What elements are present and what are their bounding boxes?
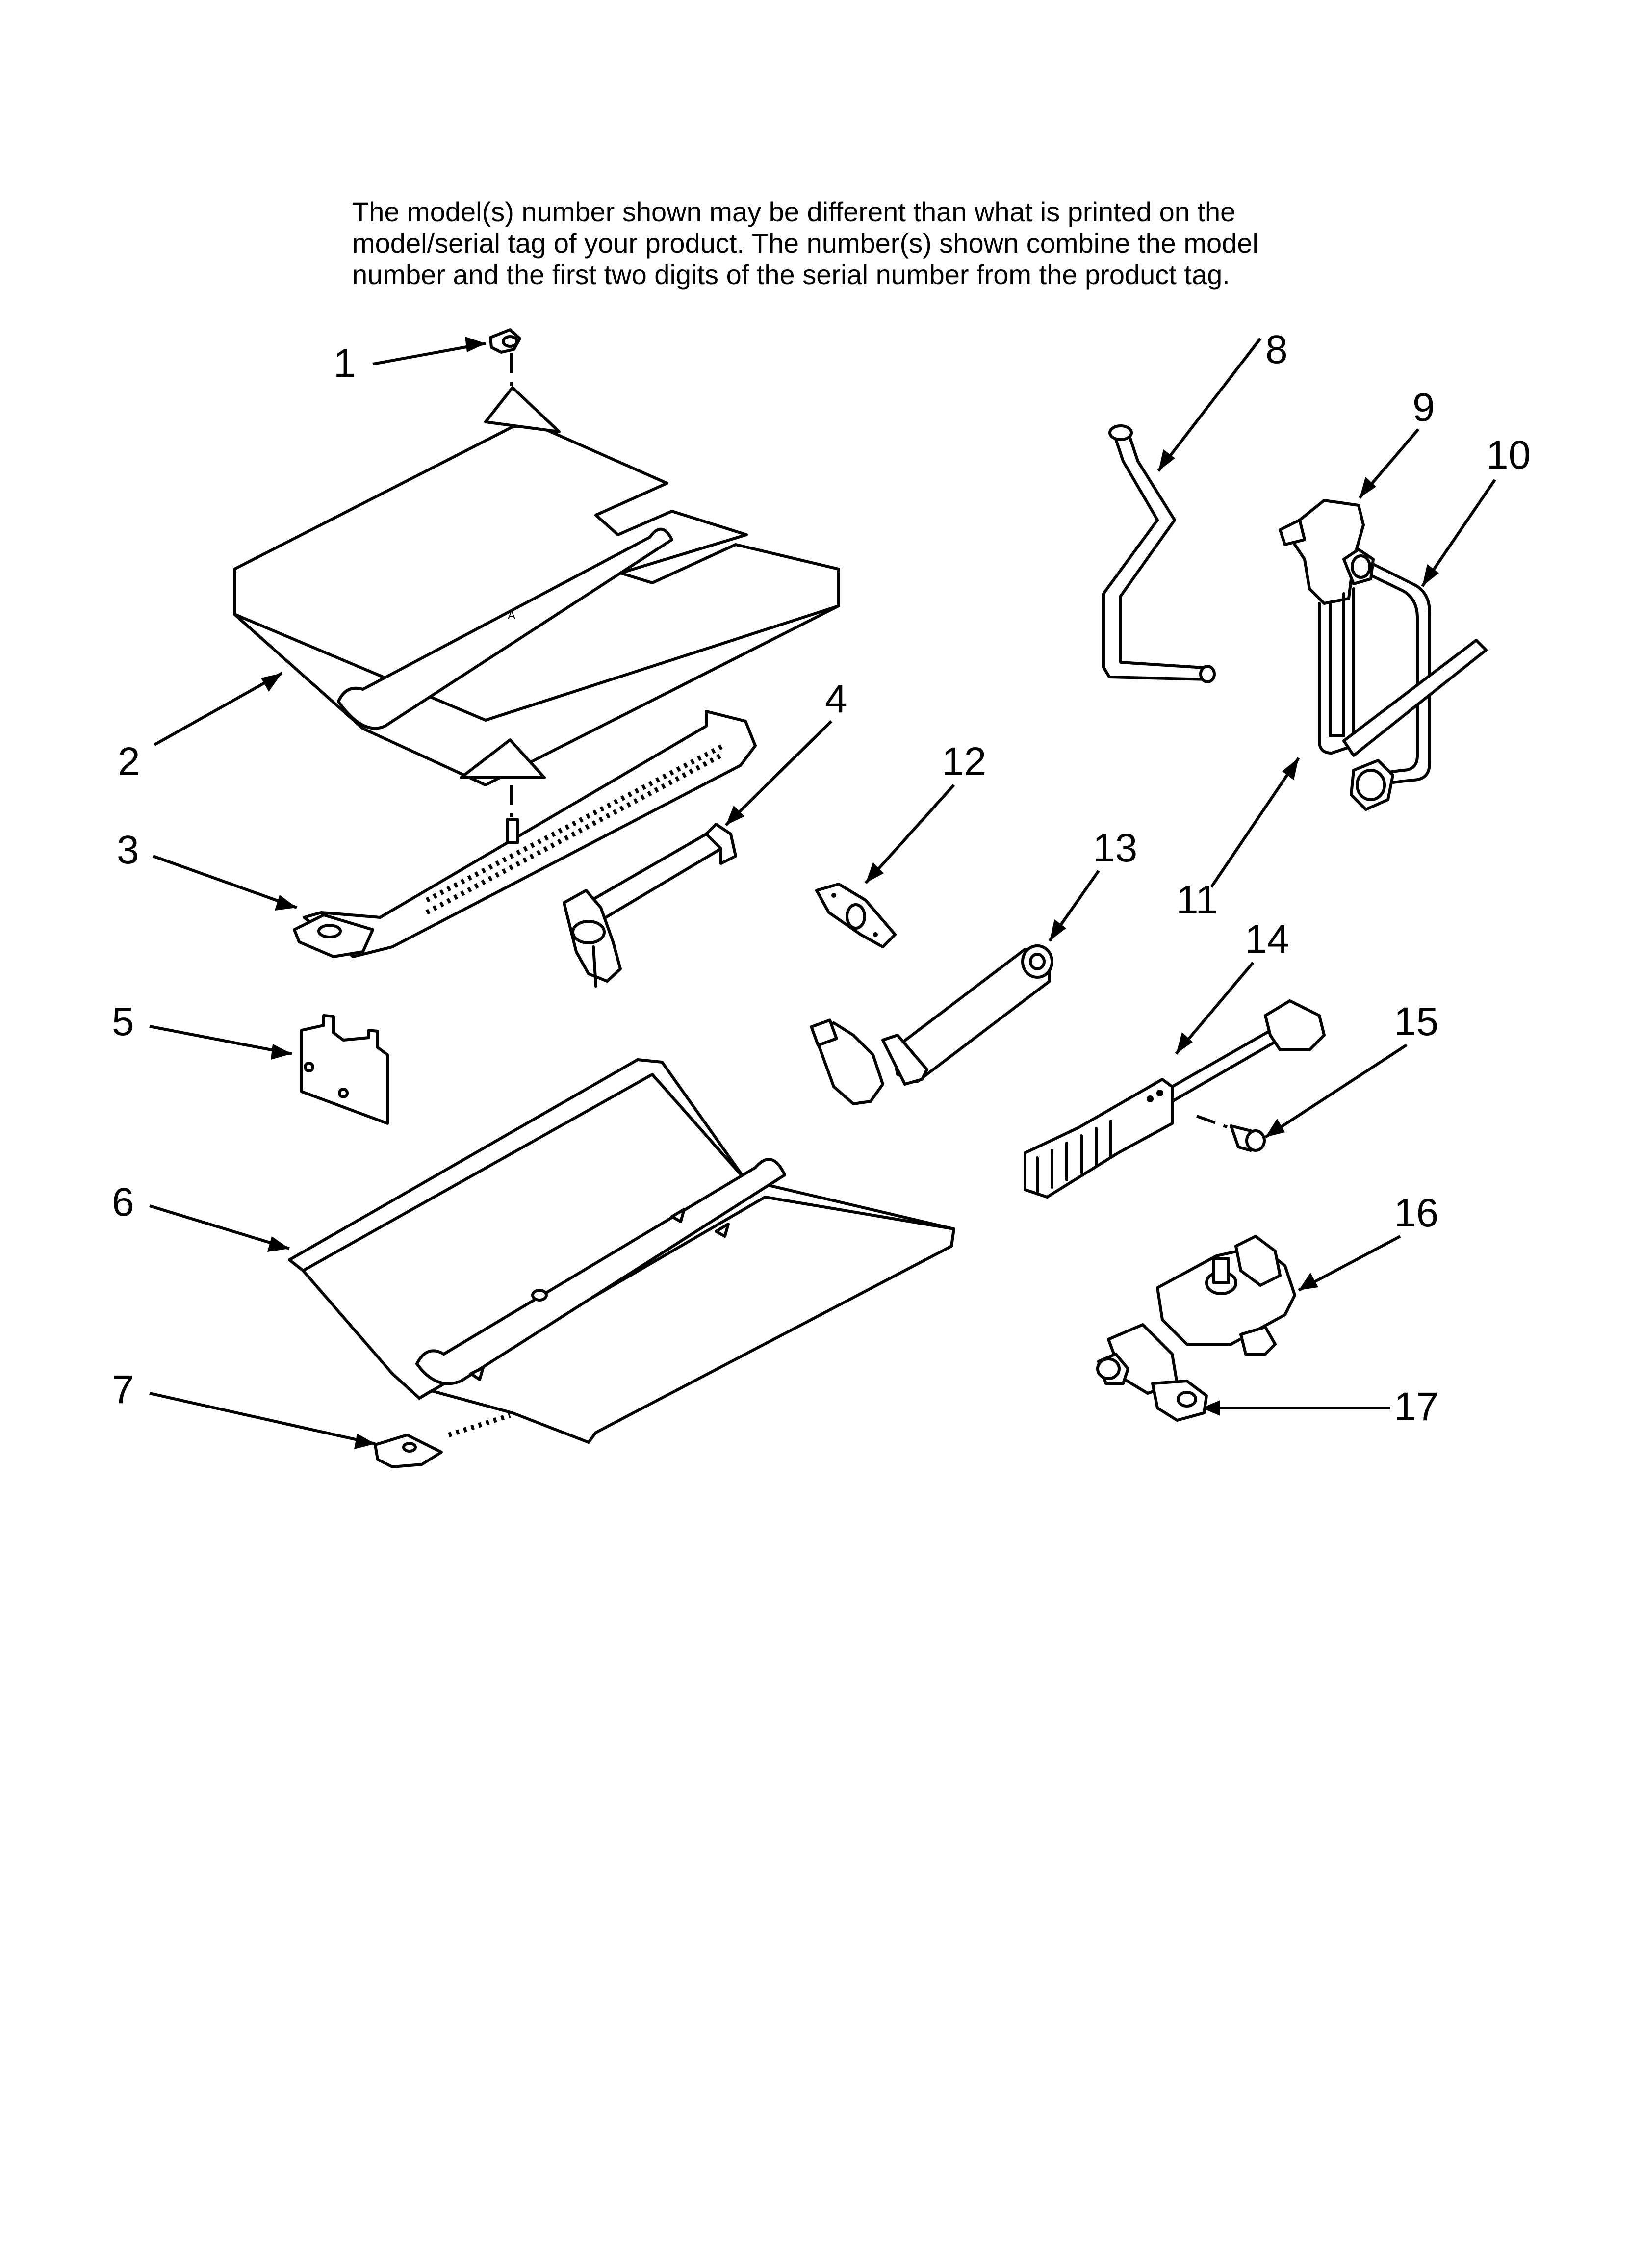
callout-5: 5	[112, 999, 134, 1044]
screw-icon	[1196, 1115, 1266, 1152]
bracket-icon	[300, 1014, 389, 1125]
callout-17: 17	[1394, 1384, 1438, 1429]
callout-14: 14	[1245, 917, 1289, 962]
svg-text:A: A	[508, 609, 515, 622]
callout-6: 6	[112, 1180, 134, 1225]
callout-11: 11	[1176, 878, 1218, 922]
callout-3: 3	[117, 828, 139, 872]
safety-valve-icon	[1096, 1235, 1296, 1395]
valve-fitting-icon	[1279, 499, 1375, 605]
mounting-tab-icon	[1151, 1380, 1208, 1422]
gasket-icon	[815, 883, 897, 948]
callout-16: 16	[1394, 1191, 1438, 1235]
burner-shield-icon: A	[233, 386, 840, 824]
igniter-strap-icon	[374, 1413, 511, 1468]
gas-line-icon	[1350, 563, 1431, 811]
callout-13: 13	[1093, 826, 1137, 870]
callout-4: 4	[825, 677, 847, 721]
callout-8: 8	[1265, 327, 1288, 372]
igniter-icon	[1024, 999, 1326, 1199]
callout-10: 10	[1486, 433, 1531, 477]
callout-2: 2	[118, 739, 140, 784]
note-line-1: The model(s) number shown may be differe…	[352, 196, 1236, 227]
note-line-2: model/serial tag of your product. The nu…	[352, 228, 1258, 259]
callout-1: 1	[334, 341, 356, 386]
callout-7: 7	[112, 1367, 134, 1412]
manifold-tube-icon	[1318, 587, 1488, 757]
callout-12: 12	[942, 739, 986, 784]
bake-burner-icon	[293, 710, 757, 958]
broil-orifice-tube-icon	[810, 944, 1053, 1105]
callout-15: 15	[1394, 999, 1438, 1044]
leader-lines	[149, 337, 1496, 1449]
note-line-3: number and the first two digits of the s…	[352, 259, 1230, 290]
gas-tube-icon	[1102, 424, 1216, 683]
callout-9: 9	[1412, 385, 1435, 430]
orifice-tube-icon	[563, 823, 737, 988]
burner-baffle-icon	[288, 1058, 955, 1444]
model-number-note: The model(s) number shown may be differe…	[352, 196, 1382, 290]
